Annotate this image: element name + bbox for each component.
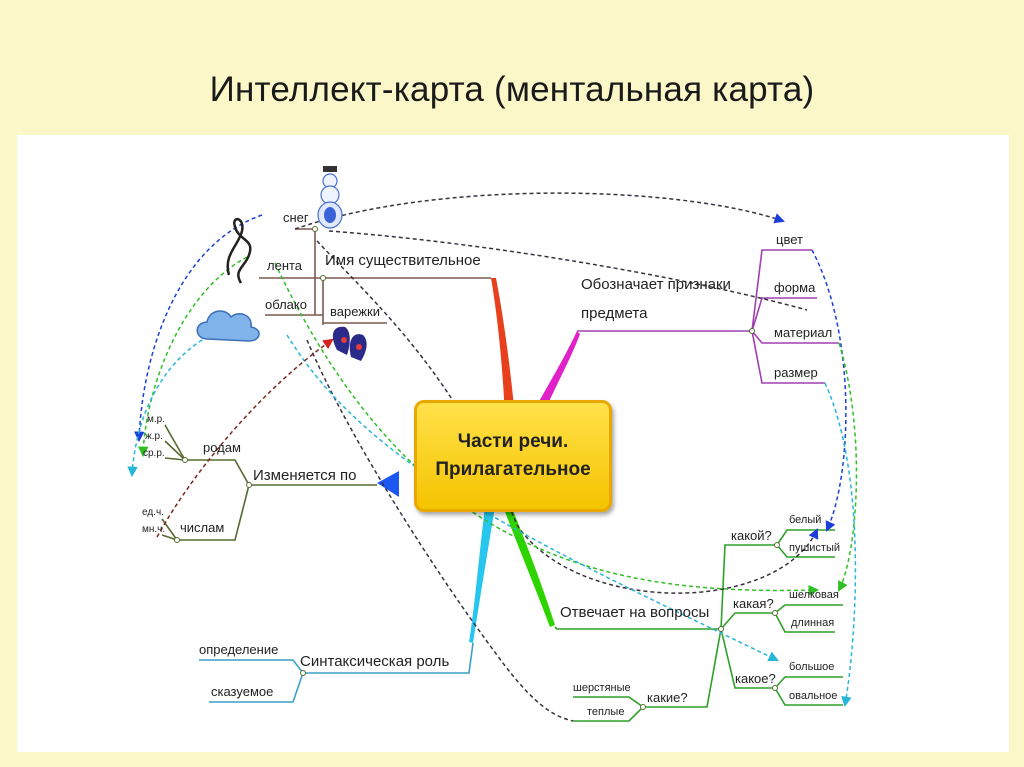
noun-branch-label: Имя существительное <box>325 252 481 269</box>
cloud-icon <box>196 310 260 342</box>
meaning-item-razmer: размер <box>774 365 818 380</box>
answer-belyy: белый <box>789 514 822 526</box>
connector-dark-3 <box>328 230 808 311</box>
connector-cyan-right <box>824 382 857 708</box>
mindmap-panel: Части речи. Прилагательное Имя существит… <box>17 135 1009 752</box>
noun-branch-lines <box>259 228 491 325</box>
connector-blue-left <box>134 214 263 443</box>
answer-ovalnoe: овальное <box>789 690 838 702</box>
question-kakaya: какая? <box>733 596 774 611</box>
questions-branch-label: Отвечает на вопросы <box>560 604 710 621</box>
answer-bolshoe: большое <box>789 661 835 673</box>
spoke-green <box>504 508 555 627</box>
connector-dark-1 <box>294 192 785 230</box>
spoke-cyan <box>469 507 495 643</box>
connector-dark-4 <box>306 339 574 722</box>
meaning-branch-lines <box>577 249 839 384</box>
noun-item-varezhki: варежки <box>330 304 380 319</box>
meaning-item-material: материал <box>774 325 833 340</box>
central-node-line2: Прилагательное <box>435 459 591 480</box>
changes-branch-label: Изменяется по <box>253 467 357 484</box>
snowman-icon <box>317 166 343 229</box>
noun-item-lenta: лента <box>267 258 303 273</box>
connector-blue-right <box>811 249 847 532</box>
connector-green-right <box>838 342 858 592</box>
meaning-branch-label-line2: предмета <box>581 305 648 322</box>
mittens-icon <box>332 326 367 361</box>
question-kakoe: какое? <box>735 671 776 686</box>
number-ed: ед.ч. <box>142 507 164 518</box>
changes-branch-lines <box>161 424 377 541</box>
spoke-blue <box>377 471 399 497</box>
answer-shelkovaya: шелковая <box>789 589 839 601</box>
ribbon-icon <box>226 218 252 284</box>
question-kakie: какие? <box>647 690 688 705</box>
gender-zh: ж.р. <box>145 431 163 442</box>
connector-green-mid <box>274 262 820 596</box>
meaning-branch-label-line1: Обозначает признаки <box>581 276 731 293</box>
syntax-skazuemoe: сказуемое <box>211 684 274 699</box>
meaning-item-cvet: цвет <box>776 232 803 247</box>
syntax-branch-label: Синтаксическая роль <box>300 653 450 670</box>
changes-rodam: родам <box>203 440 241 455</box>
central-node-line1: Части речи. <box>457 431 569 453</box>
connector-red <box>156 338 334 538</box>
central-node: Части речи. Прилагательное <box>414 400 612 512</box>
gender-m: м.р. <box>147 414 165 425</box>
syntax-opredelenie: определение <box>199 642 279 657</box>
connector-dark-2 <box>316 240 819 594</box>
mindmap-lines <box>127 166 858 722</box>
meaning-item-forma: форма <box>774 280 816 295</box>
answer-dlinnaya: длинная <box>791 617 835 629</box>
slide-title: Интеллект-карта (ментальная карта) <box>209 70 815 109</box>
branch-node-dots <box>174 226 780 710</box>
answer-sherstyanye: шерстяные <box>573 682 631 694</box>
answer-pushistyy: пушистый <box>789 542 841 554</box>
noun-item-oblako: облако <box>265 297 307 312</box>
changes-chislam: числам <box>180 520 225 535</box>
spoke-red <box>491 278 515 417</box>
gender-sr: ср.р. <box>143 448 165 459</box>
number-mn: мн.ч. <box>142 524 166 535</box>
dashed-connectors <box>127 192 858 722</box>
connector-cyan-mid <box>286 334 779 662</box>
connector-green-left <box>138 256 248 458</box>
questions-branch-lines <box>554 529 843 722</box>
noun-item-sneg: снег <box>283 210 309 225</box>
answer-teplye: теплые <box>587 706 625 718</box>
syntax-branch-lines <box>199 642 474 703</box>
question-kakoy: какой? <box>731 528 772 543</box>
connector-cyan-left <box>127 326 228 478</box>
